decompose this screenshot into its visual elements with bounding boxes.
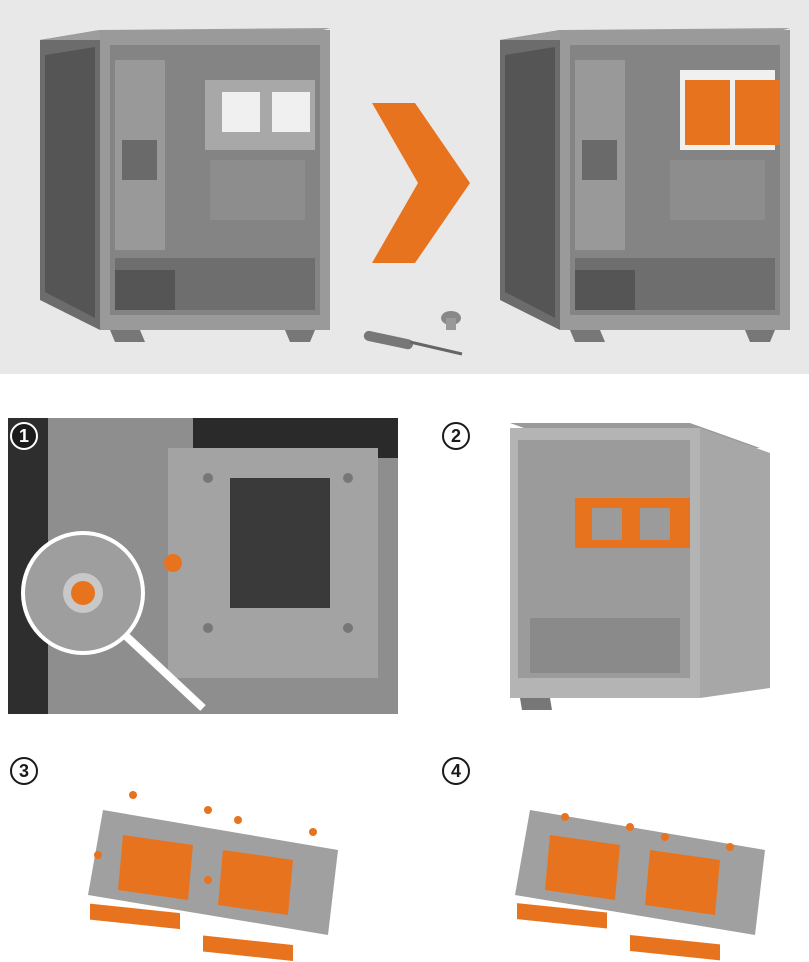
step-3-badge: 3 [10, 757, 38, 785]
pc-case-after-icon [500, 28, 790, 342]
step-2-panel: 2 [440, 418, 809, 718]
step-4-panel: 4 [440, 755, 809, 962]
arrow-right-icon [372, 103, 470, 263]
step-3-panel: 3 [8, 755, 398, 962]
hero-banner [0, 0, 809, 374]
case-icon [440, 418, 809, 718]
step-4-badge: 4 [442, 757, 470, 785]
step-1-badge: 1 [10, 422, 38, 450]
bracket-assembled-icon [440, 755, 809, 962]
step-2-badge: 2 [442, 422, 470, 450]
magnifier-icon [8, 418, 398, 714]
bracket-with-screws-icon [8, 755, 398, 962]
pc-case-before-icon [40, 28, 330, 342]
step-1-panel: 1 [8, 418, 398, 714]
screwdriver-and-screw-icon [363, 311, 462, 354]
